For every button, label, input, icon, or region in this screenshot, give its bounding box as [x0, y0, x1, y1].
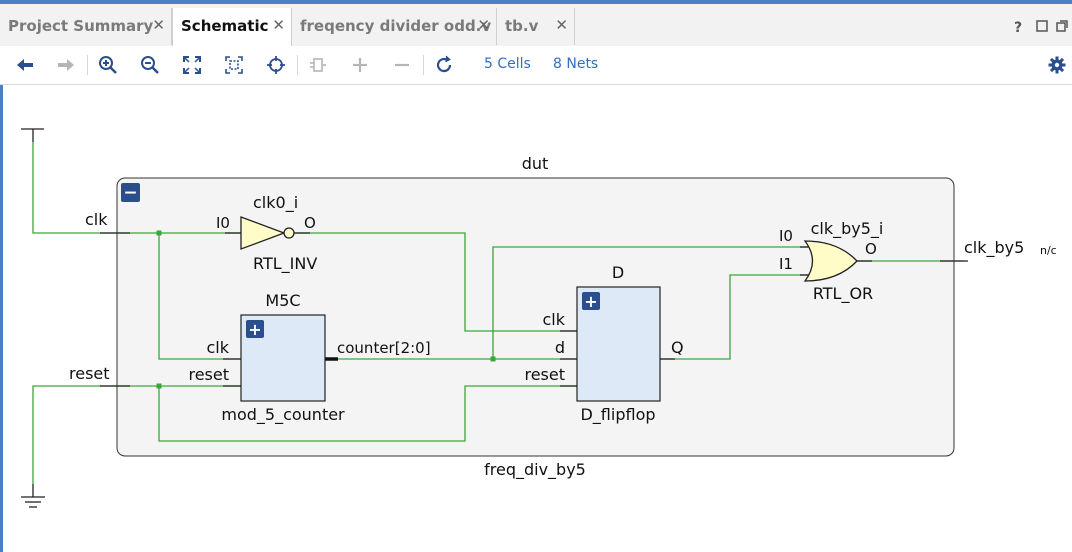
- clk-net[interactable]: [32, 142, 241, 234]
- counter-branch-or[interactable]: [492, 246, 815, 359]
- reset-branch-dff[interactable]: [158, 385, 577, 442]
- dff-d-pin: d: [555, 338, 565, 357]
- cells-count-link[interactable]: 5 Cells: [484, 56, 531, 72]
- tab-bar: Project Summary ✕ Schematic ✕ freqency d…: [0, 4, 1072, 47]
- port-nc-label: n/c: [1040, 244, 1057, 257]
- inv-out-pin: O: [304, 214, 316, 232]
- tab-label: Schematic: [181, 17, 269, 35]
- remove-icon[interactable]: [391, 54, 413, 76]
- forward-icon[interactable]: [55, 54, 77, 76]
- refresh-icon[interactable]: [433, 54, 455, 76]
- dff-clk-pin: clk: [542, 310, 565, 329]
- close-icon[interactable]: ✕: [152, 16, 165, 34]
- tab-project-summary[interactable]: Project Summary ✕: [0, 8, 172, 45]
- dff-type-label: D_flipflop: [580, 405, 655, 425]
- nets: [32, 142, 965, 484]
- canvas-left-border: [0, 85, 3, 552]
- or-in0-pin: I0: [779, 227, 793, 245]
- reset-net[interactable]: [32, 385, 241, 484]
- counter-expand-button[interactable]: [246, 320, 264, 338]
- top-module-label: freq_div_by5: [484, 460, 586, 480]
- top-instance-label: dut: [522, 154, 549, 173]
- expand-symbol: +: [248, 320, 261, 339]
- schematic-canvas[interactable]: − dut freq_div_by5: [0, 85, 1072, 552]
- expand-symbol: +: [584, 292, 597, 311]
- toolbar-separator: [423, 55, 424, 75]
- counter-type-label: mod_5_counter: [221, 405, 345, 425]
- or-gate-cell[interactable]: [803, 240, 858, 282]
- gear-icon[interactable]: [1046, 54, 1068, 76]
- port-clk-by5-label: clk_by5: [964, 238, 1024, 258]
- counter-reset-pin: reset: [188, 365, 229, 384]
- maximize-icon[interactable]: [1056, 20, 1068, 36]
- dff-expand-button[interactable]: [582, 292, 600, 310]
- tab-label: freqency divider odd.v: [300, 17, 492, 35]
- restore-icon[interactable]: [1036, 20, 1048, 36]
- zoom-out-icon[interactable]: [139, 54, 161, 76]
- schematic-toolbar: 5 Cells 8 Nets: [0, 46, 1072, 85]
- counter-bus-label: counter[2:0]: [337, 339, 431, 357]
- zoom-area-icon[interactable]: [223, 54, 245, 76]
- collapse-icon[interactable]: [307, 54, 329, 76]
- toolbar-separator: [87, 55, 88, 75]
- tab-freqency-divider[interactable]: freqency divider odd.v ✕: [292, 8, 497, 45]
- dff-instance-label: D: [612, 263, 624, 282]
- dff-q-pin: Q: [671, 338, 684, 357]
- inv-type-label: RTL_INV: [253, 254, 317, 274]
- toolbar-separator: [297, 55, 298, 75]
- port-clk-label: clk: [85, 210, 108, 229]
- collapse-button[interactable]: [121, 183, 140, 202]
- dff-reset-pin: reset: [524, 365, 565, 384]
- or-in1-pin: I1: [779, 255, 793, 273]
- inverter-cell[interactable]: [240, 216, 295, 250]
- zoom-in-icon[interactable]: [97, 54, 119, 76]
- expand-icon[interactable]: [349, 54, 371, 76]
- zoom-fit-icon[interactable]: [181, 54, 203, 76]
- ground-symbol: [21, 484, 45, 508]
- close-icon[interactable]: ✕: [477, 16, 490, 34]
- port-reset-label: reset: [69, 364, 110, 383]
- tab-schematic[interactable]: Schematic ✕: [172, 8, 292, 46]
- inv-in-pin: I0: [216, 214, 230, 232]
- counter-clk-pin: clk: [206, 338, 229, 357]
- net-junctions: [156, 230, 496, 389]
- clk0-net[interactable]: [294, 232, 577, 332]
- close-icon[interactable]: ✕: [555, 16, 568, 34]
- collapse-symbol: −: [123, 183, 137, 203]
- or-type-label: RTL_OR: [813, 284, 873, 304]
- tab-tb[interactable]: tb.v ✕: [497, 8, 575, 45]
- crosshair-icon[interactable]: [265, 54, 287, 76]
- window-top-border: [0, 0, 1072, 4]
- clk-branch-counter[interactable]: [158, 233, 241, 360]
- inv-instance-label: clk0_i: [253, 193, 298, 213]
- or-out-pin: O: [865, 240, 877, 258]
- nets-count-link[interactable]: 8 Nets: [553, 56, 599, 72]
- counter-instance-label: M5C: [265, 291, 300, 310]
- or-instance-label: clk_by5_i: [811, 219, 884, 239]
- back-icon[interactable]: [14, 54, 36, 76]
- q-net[interactable]: [660, 274, 815, 360]
- help-icon[interactable]: ?: [1014, 20, 1023, 36]
- tab-label: tb.v: [505, 17, 539, 35]
- tab-label: Project Summary: [8, 17, 154, 35]
- close-icon[interactable]: ✕: [272, 16, 285, 34]
- vcc-symbol: [21, 128, 44, 142]
